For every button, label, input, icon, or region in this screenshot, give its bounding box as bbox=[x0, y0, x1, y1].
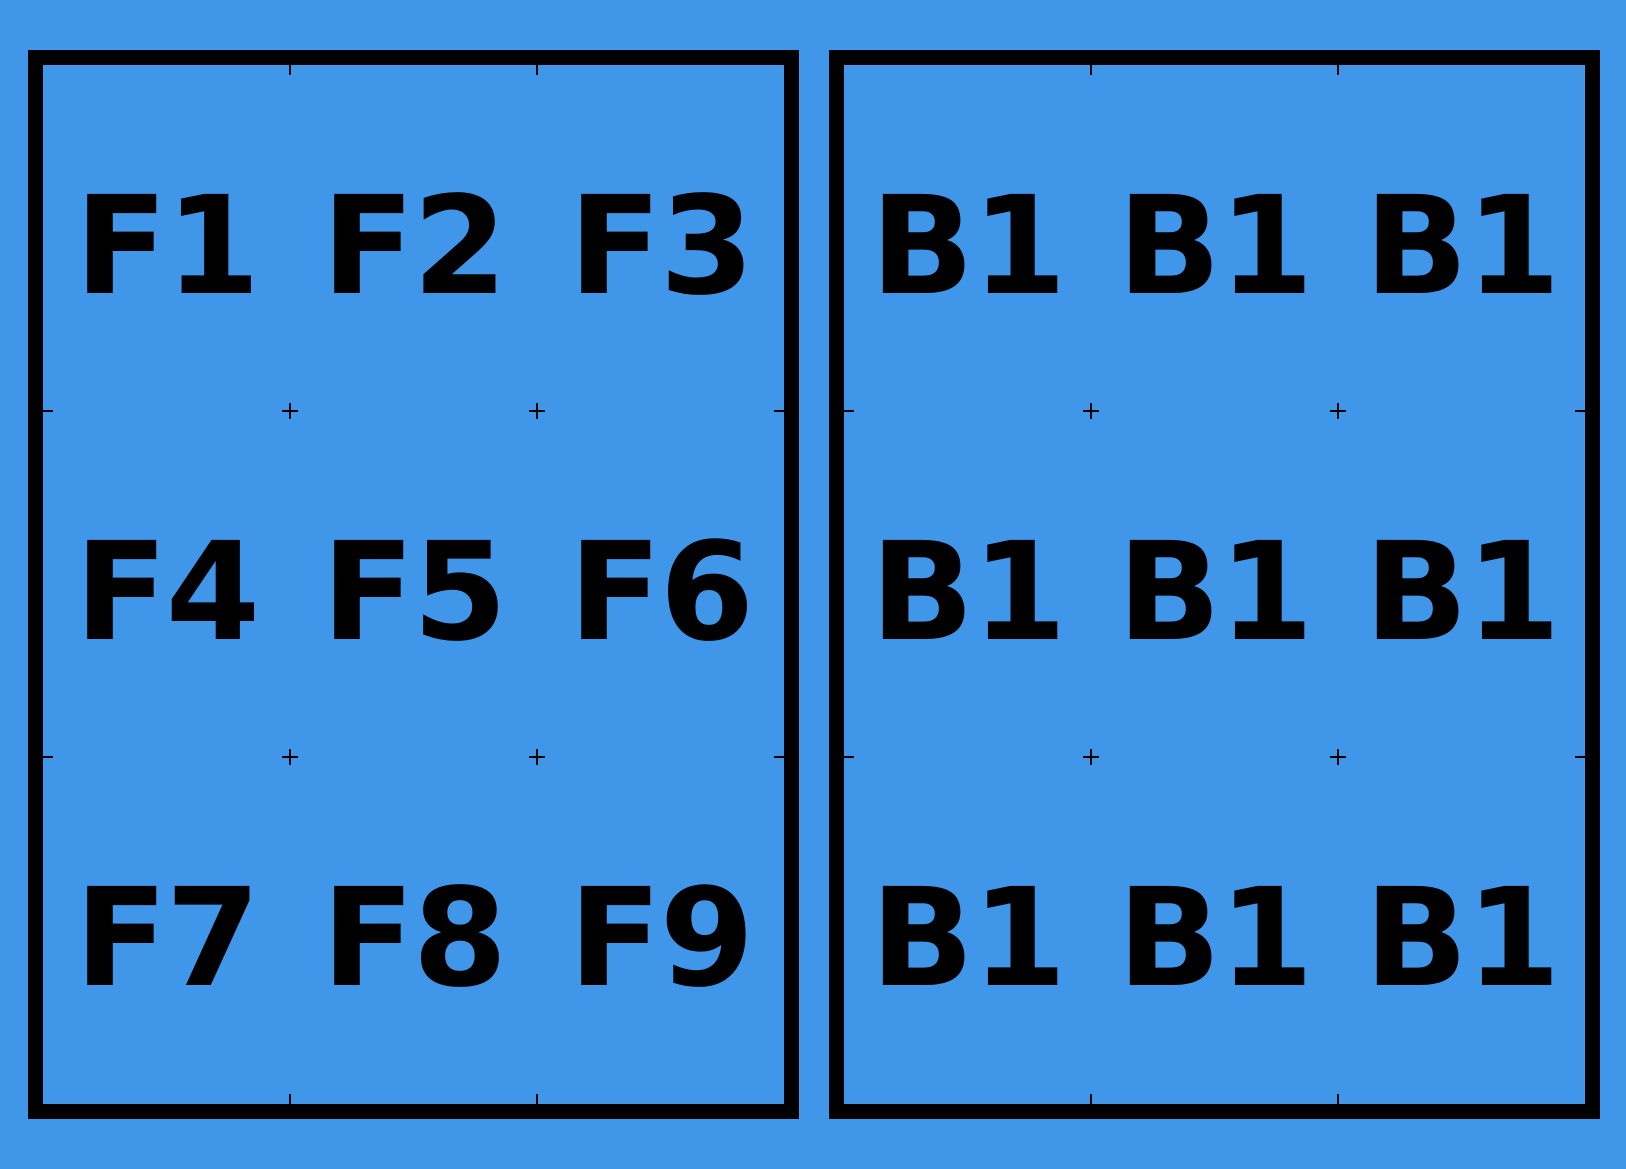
back-cell-label: B1 bbox=[1364, 514, 1560, 672]
edge-tick-icon bbox=[1090, 65, 1092, 75]
back-cell-label: B1 bbox=[1117, 168, 1313, 326]
back-cell-label: B1 bbox=[1364, 168, 1560, 326]
back-cell-5: B1 bbox=[1091, 411, 1338, 757]
crop-mark-icon bbox=[282, 749, 298, 765]
back-cell-1: B1 bbox=[844, 65, 1091, 411]
back-cell-label: B1 bbox=[1117, 514, 1313, 672]
front-cell-2: F2 bbox=[290, 65, 537, 411]
back-cell-9: B1 bbox=[1338, 757, 1585, 1103]
back-cell-label: B1 bbox=[1364, 860, 1560, 1018]
crop-mark-icon bbox=[282, 403, 298, 419]
edge-tick-icon bbox=[844, 756, 854, 758]
front-cell-label: F4 bbox=[74, 514, 261, 672]
crop-mark-icon bbox=[529, 403, 545, 419]
front-cell-9: F9 bbox=[537, 757, 784, 1103]
back-cell-label: B1 bbox=[870, 168, 1066, 326]
back-cell-2: B1 bbox=[1091, 65, 1338, 411]
front-cell-1: F1 bbox=[43, 65, 290, 411]
front-cell-label: F1 bbox=[74, 168, 261, 326]
edge-tick-icon bbox=[536, 1094, 538, 1104]
crop-mark-icon bbox=[1083, 403, 1099, 419]
front-cell-label: F2 bbox=[321, 168, 508, 326]
edge-tick-icon bbox=[1575, 756, 1585, 758]
crop-mark-icon bbox=[1083, 749, 1099, 765]
edge-tick-icon bbox=[1337, 65, 1339, 75]
crop-mark-icon bbox=[1330, 749, 1346, 765]
front-cell-6: F6 bbox=[537, 411, 784, 757]
crop-mark-icon bbox=[529, 749, 545, 765]
front-cell-label: F9 bbox=[568, 860, 755, 1018]
front-cell-7: F7 bbox=[43, 757, 290, 1103]
back-cell-4: B1 bbox=[844, 411, 1091, 757]
front-cell-8: F8 bbox=[290, 757, 537, 1103]
front-cell-label: F7 bbox=[74, 860, 261, 1018]
back-cell-6: B1 bbox=[1338, 411, 1585, 757]
edge-tick-icon bbox=[1090, 1094, 1092, 1104]
front-cell-3: F3 bbox=[537, 65, 784, 411]
front-cell-4: F4 bbox=[43, 411, 290, 757]
front-cell-label: F3 bbox=[568, 168, 755, 326]
back-cell-label: B1 bbox=[870, 860, 1066, 1018]
back-cell-7: B1 bbox=[844, 757, 1091, 1103]
edge-tick-icon bbox=[289, 1094, 291, 1104]
edge-tick-icon bbox=[43, 756, 53, 758]
back-cell-label: B1 bbox=[870, 514, 1066, 672]
edge-tick-icon bbox=[774, 410, 784, 412]
edge-tick-icon bbox=[1337, 1094, 1339, 1104]
back-cell-8: B1 bbox=[1091, 757, 1338, 1103]
front-cell-5: F5 bbox=[290, 411, 537, 757]
edge-tick-icon bbox=[844, 410, 854, 412]
edge-tick-icon bbox=[774, 756, 784, 758]
back-cell-3: B1 bbox=[1338, 65, 1585, 411]
edge-tick-icon bbox=[289, 65, 291, 75]
front-cell-label: F8 bbox=[321, 860, 508, 1018]
edge-tick-icon bbox=[1575, 410, 1585, 412]
edge-tick-icon bbox=[43, 410, 53, 412]
crop-mark-icon bbox=[1330, 403, 1346, 419]
edge-tick-icon bbox=[536, 65, 538, 75]
front-cell-label: F6 bbox=[568, 514, 755, 672]
front-cell-label: F5 bbox=[321, 514, 508, 672]
back-cell-label: B1 bbox=[1117, 860, 1313, 1018]
